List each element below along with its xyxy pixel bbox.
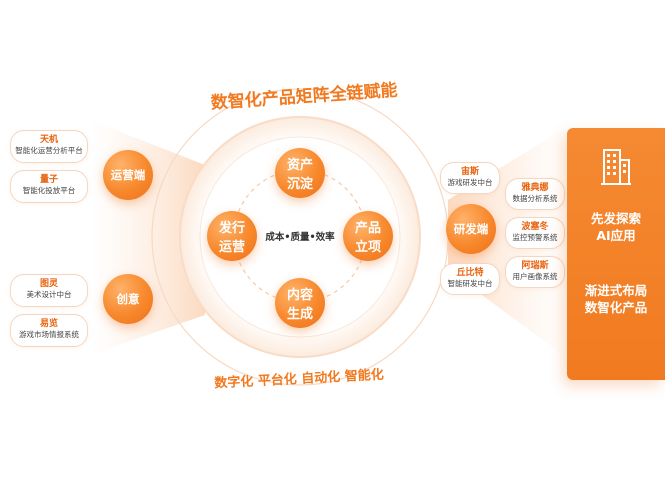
cycle-node-left: 发行运营	[207, 211, 257, 261]
tag-zhousi: 宙斯 游戏研发中台	[440, 162, 500, 194]
tag-yadianna: 雅典娜 数据分析系统	[505, 178, 565, 210]
tag-tianji: 天机 智能化运营分析平台	[10, 130, 88, 163]
panel-text-2: 渐进式布局 数智化产品	[584, 283, 648, 315]
center-text: 成本•质量•效率	[265, 232, 335, 243]
panel-text-1: 先发探索 AI应用	[590, 211, 641, 243]
cycle-node-right: 产品立项	[343, 211, 393, 261]
inner-ring	[199, 136, 401, 338]
building-icon	[601, 149, 631, 185]
tag-yilan: 易览 游戏市场情报系统	[10, 314, 88, 347]
cycle-node-top: 资产沉淀	[275, 148, 325, 198]
strategy-panel: 先发探索 AI应用 渐进式布局 数智化产品	[567, 128, 665, 380]
tag-liangzi: 量子 智能化投放平台	[10, 170, 88, 203]
cycle-node-bottom: 内容生成	[275, 278, 325, 328]
rd-node: 研发端	[446, 204, 496, 254]
tag-qiubite: 丘比特 智能研发中台	[440, 263, 500, 295]
ops-node: 运营端	[103, 150, 153, 200]
tag-tuling: 图灵 美术设计中台	[10, 274, 88, 307]
tag-ariusi: 阿瑞斯 用户画像系统	[505, 256, 565, 288]
tag-bosaidong: 波塞冬 监控预警系统	[505, 217, 565, 249]
creative-node: 创意	[103, 274, 153, 324]
